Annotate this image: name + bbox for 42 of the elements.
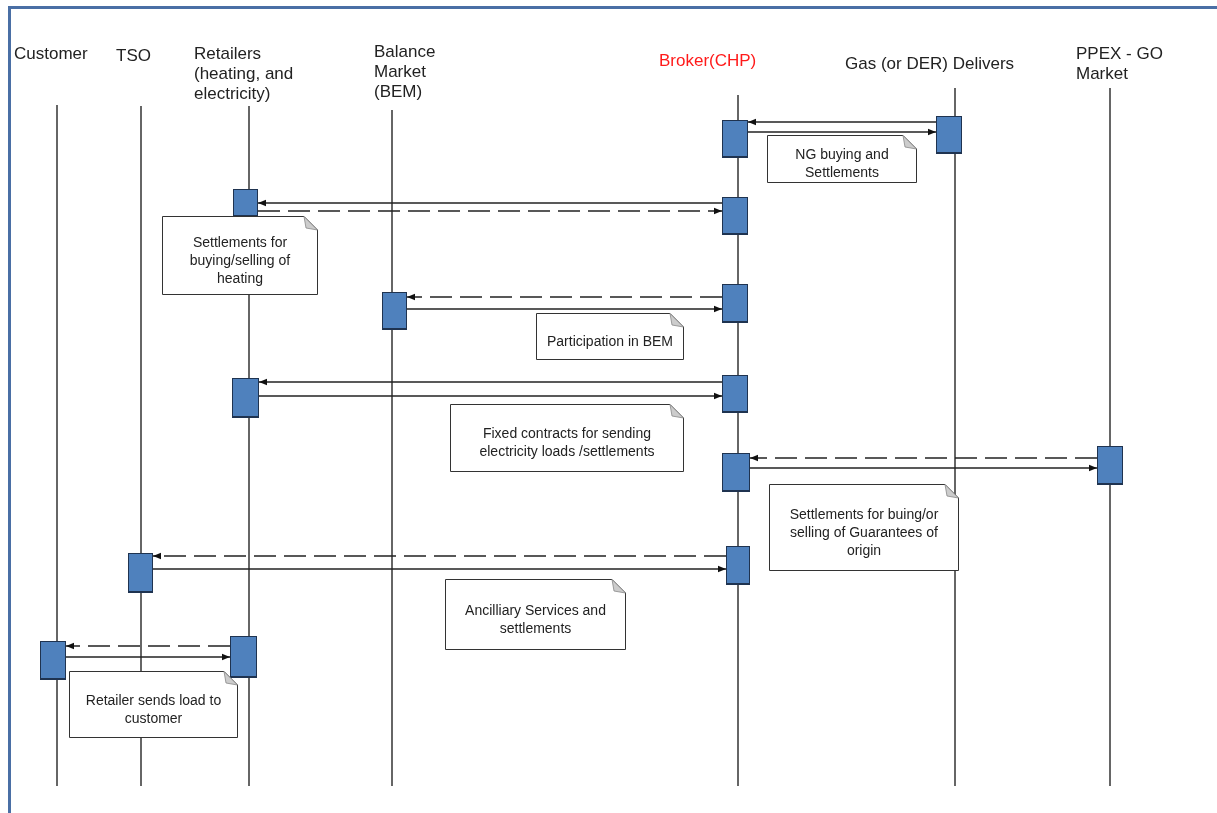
- message-arrow: [65, 653, 231, 661]
- message-arrow: [747, 128, 937, 136]
- note-box: Settlements for buying/selling of heating: [162, 216, 318, 295]
- note-box: Settlements for buing/or selling of Guarantees of origin: [769, 484, 959, 571]
- message-arrow: [258, 378, 723, 386]
- activation-bar: [726, 546, 750, 585]
- note-box: Participation in BEM: [536, 313, 684, 360]
- activation-bar: [1097, 446, 1123, 485]
- message-arrow: [747, 118, 937, 126]
- message-arrow: [152, 552, 727, 560]
- message-arrow: [406, 293, 723, 301]
- lifeline-header: Customer: [14, 44, 109, 64]
- lifeline-header: Gas (or DER) Delivers: [845, 54, 1050, 74]
- activation-bar: [722, 120, 748, 158]
- lifeline-header: Retailers (heating, and electricity): [194, 44, 316, 104]
- message-arrow: [152, 565, 727, 573]
- lifeline-header: Balance Market (BEM): [374, 42, 456, 102]
- lifeline-header: TSO: [116, 46, 161, 66]
- note-box: Ancilliary Services and settlements: [445, 579, 626, 650]
- message-arrow: [749, 464, 1098, 472]
- activation-bar: [936, 116, 962, 154]
- lifeline-header: PPEX - GO Market: [1076, 44, 1188, 84]
- activation-bar: [722, 453, 750, 492]
- note-box: Fixed contracts for sending electricity loads /settlements: [450, 404, 684, 472]
- activation-bar: [230, 636, 257, 678]
- note-box: NG buying and Settlements: [767, 135, 917, 183]
- message-arrow: [65, 642, 231, 650]
- activation-bar: [232, 378, 259, 418]
- activation-bar: [722, 375, 748, 413]
- activation-bar: [722, 284, 748, 323]
- message-arrow: [257, 207, 723, 215]
- message-arrow: [257, 199, 723, 207]
- lifeline-header: Broker(CHP): [659, 51, 789, 71]
- message-arrow: [749, 454, 1098, 462]
- message-arrow: [406, 305, 723, 313]
- activation-bar: [40, 641, 66, 680]
- activation-bar: [722, 197, 748, 235]
- activation-bar: [128, 553, 153, 593]
- activation-bar: [382, 292, 407, 330]
- activation-bar: [233, 189, 258, 217]
- message-arrow: [258, 392, 723, 400]
- note-box: Retailer sends load to customer: [69, 671, 238, 738]
